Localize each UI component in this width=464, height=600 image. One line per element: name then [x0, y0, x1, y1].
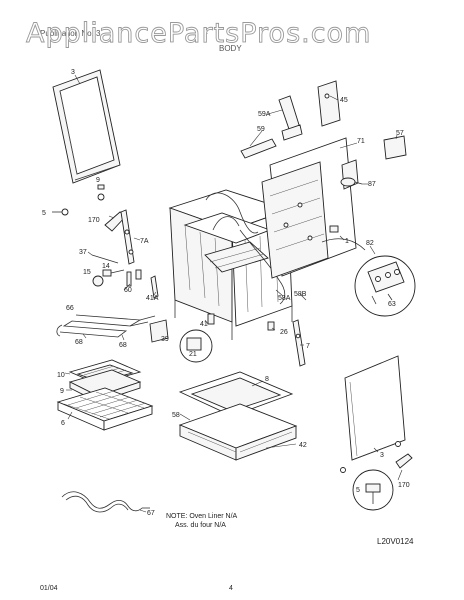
callout-87: 87 — [368, 181, 376, 188]
vent-parts-59 — [240, 80, 341, 159]
callout-7a: 7A — [140, 238, 149, 245]
callout-60: 60 — [124, 287, 132, 294]
terminal-block-82 — [321, 238, 416, 317]
watermark-text: AppliancePartsPros.com — [26, 18, 371, 49]
callout-67: 67 — [147, 510, 155, 517]
callout-15: 15 — [83, 269, 91, 276]
callout-45: 45 — [340, 97, 348, 104]
callout-57: 57 — [396, 130, 404, 137]
callout-59: 59 — [257, 126, 265, 133]
bake-element-66 — [56, 314, 156, 338]
callout-58b: 58B — [294, 291, 307, 298]
callout-170-left: 170 — [88, 217, 100, 224]
callout-42: 42 — [299, 442, 307, 449]
callout-1: 1 — [345, 238, 349, 245]
callout-58: 58 — [172, 412, 180, 419]
callout-170-right: 170 — [398, 482, 410, 489]
leader-lines — [64, 95, 403, 513]
callout-59a: 59A — [258, 111, 271, 118]
callout-68-right: 68 — [119, 342, 127, 349]
callout-9-pan: 9 — [60, 388, 64, 395]
callout-21: 21 — [189, 351, 197, 358]
footer-date: 01/04 — [40, 585, 58, 592]
callout-37: 37 — [79, 249, 87, 256]
callout-26: 26 — [280, 329, 288, 336]
callout-58a: 58A — [278, 295, 291, 302]
back-panel-71 — [261, 137, 359, 279]
publication-text: Publication No. 3 — [40, 29, 101, 38]
callout-41: 41 — [200, 321, 208, 328]
callout-10: 10 — [57, 372, 65, 379]
note-line-1: NOTE: Oven Liner N/A — [166, 513, 238, 520]
callout-7: 7 — [306, 343, 310, 350]
oven-body-frame — [168, 189, 293, 340]
drawing-code: L20V0124 — [377, 537, 414, 546]
callout-41a: 41A — [146, 295, 159, 302]
callout-3-right: 3 — [380, 452, 384, 459]
callout-6: 6 — [61, 420, 65, 427]
oven-rack — [56, 387, 154, 431]
footer-page: 4 — [229, 585, 233, 592]
connector-87 — [340, 177, 363, 187]
bracket-right-7 — [267, 319, 306, 367]
bracket-7a — [120, 209, 135, 265]
callout-71: 71 — [357, 138, 365, 145]
callout-8: 8 — [265, 376, 269, 383]
clips-60-41a — [135, 269, 159, 299]
leveling-leg — [340, 441, 413, 511]
oven-bottom-8 — [178, 371, 294, 417]
callout-5-left: 5 — [42, 210, 46, 217]
side-panel-top-left — [52, 69, 121, 184]
callout-68-left: 68 — [75, 339, 83, 346]
callout-82: 82 — [366, 240, 374, 247]
callout-39: 39 — [161, 336, 169, 343]
callout-9: 9 — [96, 177, 100, 184]
door-switch-parts — [149, 313, 215, 363]
broil-element-67 — [61, 491, 150, 513]
callout-5-right: 5 — [356, 487, 360, 494]
note-line-2: Ass. du four N/A — [175, 522, 226, 529]
model-text: F — [203, 29, 208, 38]
drawer-pan-58 — [178, 403, 298, 461]
cover-plate-57 — [383, 135, 407, 160]
connector-part-37 — [91, 254, 132, 287]
callout-63: 63 — [388, 301, 396, 308]
screw-hardware-left — [52, 184, 127, 232]
callout-3: 3 — [71, 69, 75, 76]
callout-14: 14 — [102, 263, 110, 270]
section-title: BODY — [219, 44, 242, 53]
callout-66: 66 — [66, 305, 74, 312]
